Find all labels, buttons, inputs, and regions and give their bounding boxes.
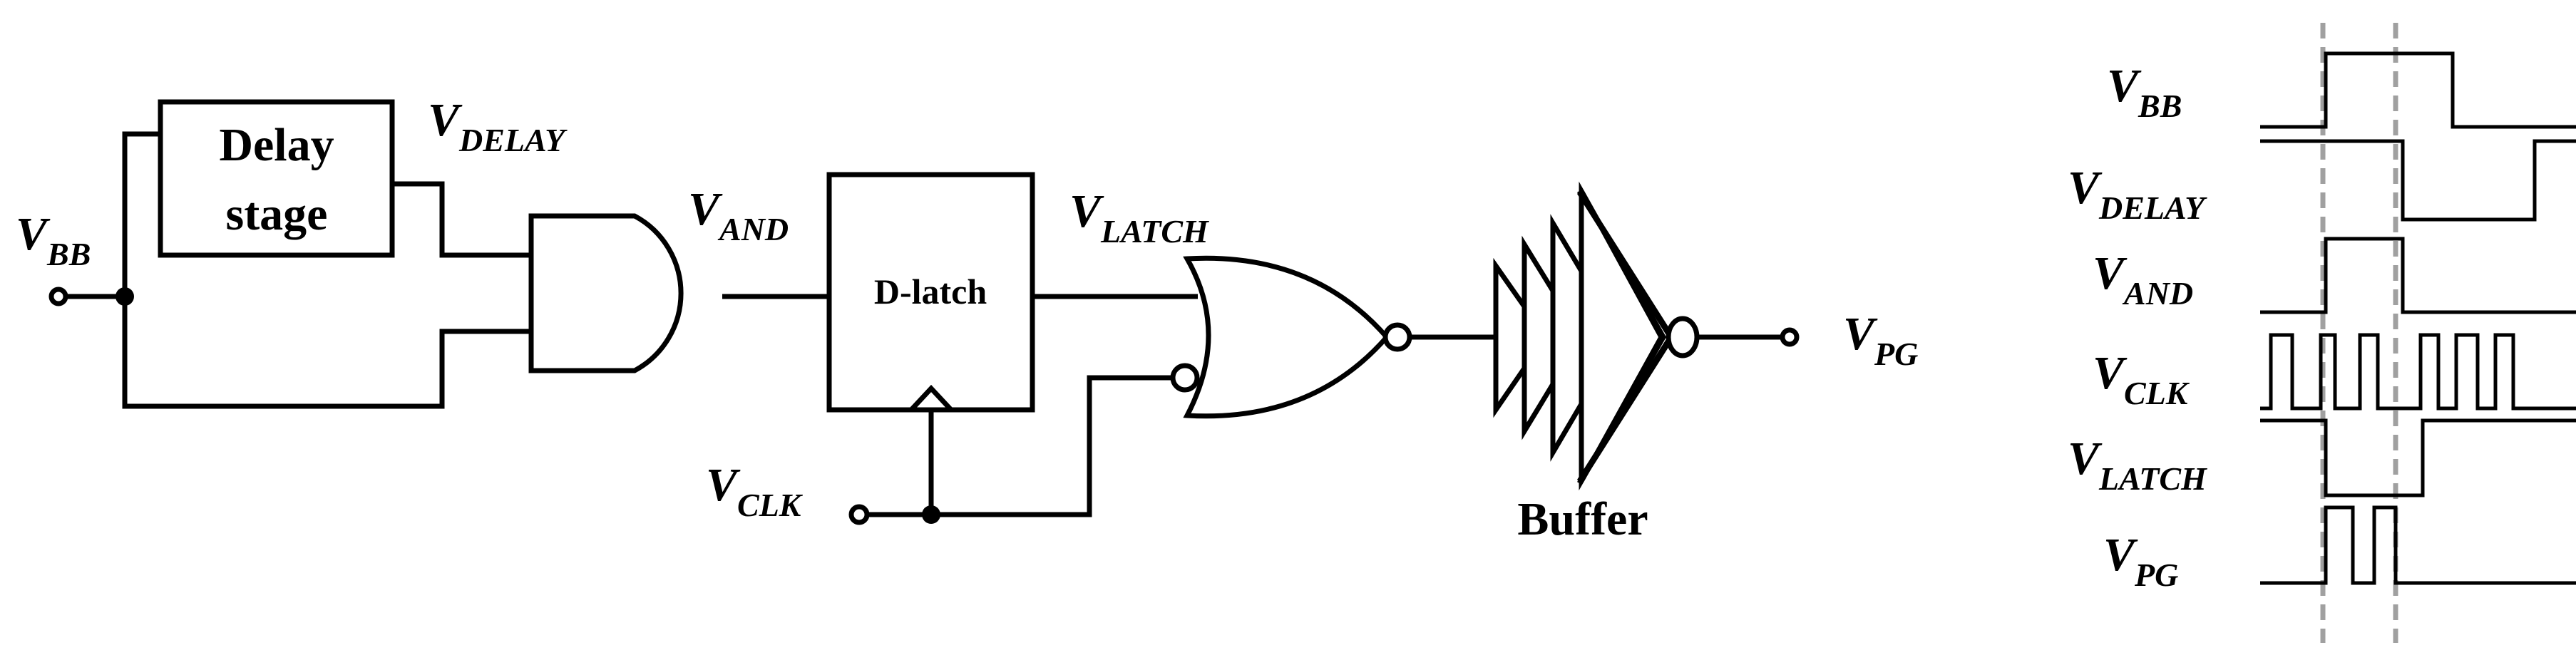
label-v-delay: VDELAY [428, 94, 568, 158]
d-latch-label: D-latch [874, 272, 987, 311]
d-latch-block: D-latch [826, 172, 1035, 413]
nor-gate [1170, 255, 1412, 419]
nor-input-bubble [1170, 363, 1200, 393]
buffer-chain [1493, 181, 1674, 491]
label-v-clk: VCLK [706, 459, 804, 523]
delay-stage-label-line2: stage [226, 188, 328, 240]
delay-stage-block: Delay stage [158, 99, 395, 258]
timing-label-v-and: VAND [2093, 247, 2193, 311]
buffer-output-bubble [1666, 316, 1700, 358]
clk-junction-dot [922, 505, 940, 524]
trace-v-latch [2260, 418, 2576, 497]
vbb-input-terminal [48, 287, 68, 306]
timing-label-v-clk: VCLK [2093, 347, 2190, 411]
timing-label-v-latch: VLATCH [2068, 433, 2207, 497]
timing-label-v-pg: VPG [2103, 529, 2178, 593]
vbb-input-net [48, 131, 531, 409]
delay-stage-label-line1: Delay [219, 119, 334, 171]
vbb-to-delay-wire [122, 131, 160, 296]
vpg-output-terminal [1780, 327, 1800, 347]
trace-v-and [2260, 237, 2576, 314]
label-v-bb: VBB [16, 208, 91, 272]
delay-to-and-wire [392, 181, 531, 258]
clk-input-terminal [848, 504, 870, 525]
vbb-to-and-wire [122, 296, 531, 409]
timing-label-v-bb: VBB [2107, 60, 2182, 124]
timing-label-v-delay: VDELAY [2068, 162, 2207, 226]
vbb-junction-dot [116, 287, 134, 306]
label-v-pg: VPG [1843, 308, 1918, 372]
d-latch-clock-triangle [909, 384, 953, 412]
label-v-and: VAND [688, 183, 789, 247]
trace-v-pg [2260, 505, 2576, 585]
trace-v-delay [2260, 139, 2576, 222]
buffer-label: Buffer [1517, 493, 1648, 545]
trace-v-bb [2260, 51, 2576, 129]
clk-input-net [848, 375, 1173, 525]
nor-output-bubble [1382, 322, 1412, 352]
label-v-latch: VLATCH [1069, 185, 1209, 249]
timing-diagram: VBB VDELAY VAND VCLK VLATCH VPG [2068, 23, 2576, 643]
and-gate [528, 213, 684, 373]
trace-v-clk [2260, 333, 2576, 411]
